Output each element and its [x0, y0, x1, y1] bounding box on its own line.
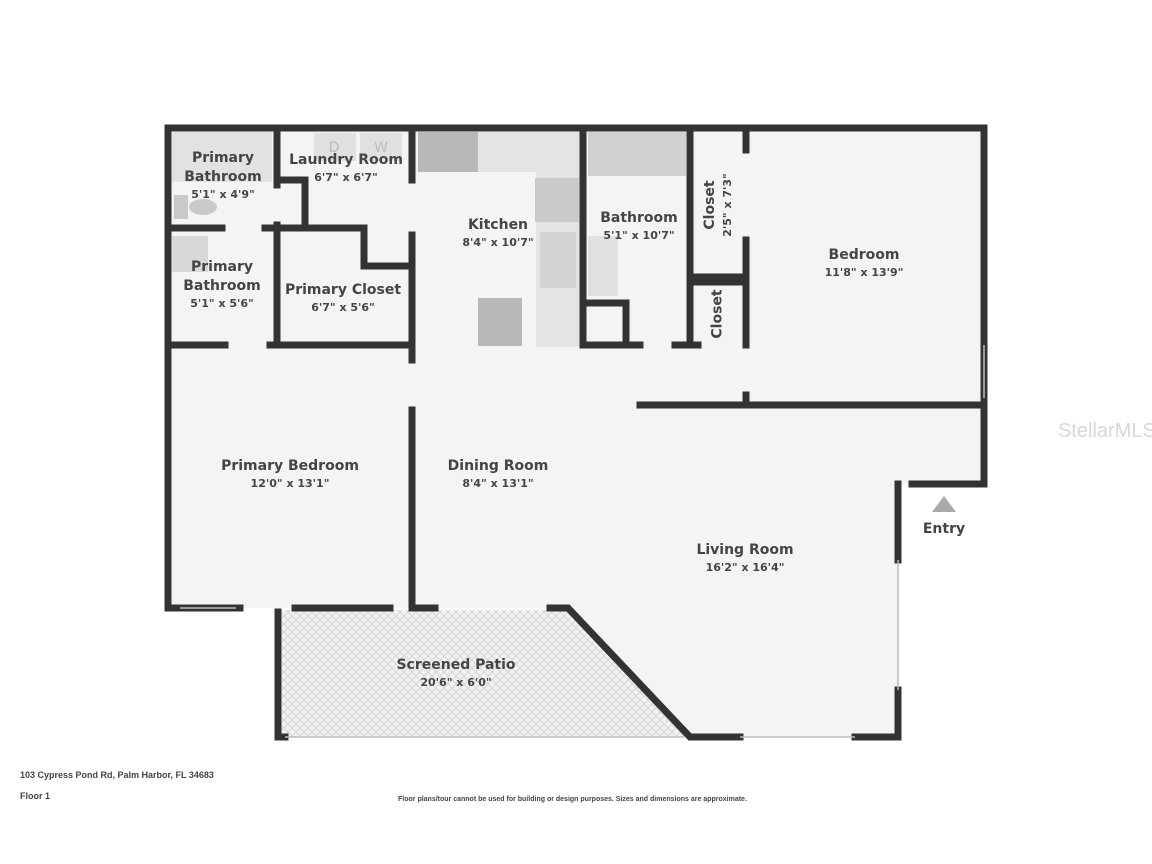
sink-icon: [540, 232, 576, 288]
patio-floor: [278, 610, 690, 737]
room-dims: 16'2" x 16'4": [705, 561, 785, 574]
room-name: Primary Bathroom: [184, 150, 262, 185]
room-name: Bathroom: [600, 210, 678, 226]
room-dims: 5'1" x 5'6": [190, 297, 254, 310]
room-label-bathroom: Bathroom 5'1" x 10'7": [600, 209, 678, 243]
room-label-kitchen: Kitchen 8'4" x 10'7": [462, 216, 533, 250]
room-label-closet-2: Closet: [709, 289, 728, 338]
room-name: Primary Bedroom: [221, 458, 359, 474]
room-name: Laundry Room: [289, 152, 403, 168]
room-name: Primary Closet: [284, 282, 402, 298]
room-label-living-room: Living Room 16'2" x 16'4": [696, 541, 793, 575]
room-dims: 6'7" x 5'6": [311, 301, 375, 314]
room-name: Primary Bathroom: [183, 259, 261, 294]
room-label-laundry-room: Laundry Room 6'7" x 6'7": [289, 151, 403, 185]
room-dims: 12'0" x 13'1": [250, 477, 330, 490]
address: 103 Cypress Pond Rd, Palm Harbor, FL 346…: [20, 770, 214, 780]
room-name: Living Room: [696, 542, 794, 558]
dryer-icon: [314, 133, 356, 161]
room-dims: 2'5" x 7'3": [721, 173, 734, 237]
room-name: Screened Patio: [396, 657, 516, 673]
stove-icon: [535, 178, 579, 222]
room-label-primary-bathroom-2: Primary Bathroom 5'1" x 5'6": [182, 258, 262, 311]
walls: [164, 124, 988, 741]
shower: [172, 132, 272, 182]
room-label-primary-bathroom-1: Primary Bathroom 5'1" x 4'9": [183, 149, 263, 202]
counter-top: [478, 132, 580, 172]
room-dims: 11'8" x 13'9": [824, 266, 904, 279]
room-dims: 20'6" x 6'0": [420, 676, 492, 689]
interior-floor: [168, 128, 984, 737]
disclaimer: Floor plans/tour cannot be used for buil…: [398, 796, 747, 803]
room-name: Dining Room: [447, 458, 549, 474]
entry-text: Entry: [922, 521, 966, 537]
windows: [180, 345, 985, 738]
fixtures: [172, 132, 686, 347]
room-label-bedroom: Bedroom 11'8" x 13'9": [825, 246, 904, 280]
washer-label: W: [374, 140, 388, 156]
room-dims: 6'7" x 6'7": [314, 171, 378, 184]
vanity-icon: [172, 236, 208, 272]
room-label-primary-closet: Primary Closet 6'7" x 5'6": [285, 281, 401, 315]
bathtub-icon: [588, 132, 686, 176]
room-name: Closet: [709, 289, 726, 339]
room-label-primary-bedroom: Primary Bedroom 12'0" x 13'1": [221, 457, 359, 491]
room-dims: 8'4" x 10'7": [462, 236, 534, 249]
room-label-screened-patio: Screened Patio 20'6" x 6'0": [396, 656, 515, 690]
entry-label: Entry: [923, 520, 965, 539]
dishwasher-icon: [478, 298, 522, 346]
floor-label: Floor 1: [20, 791, 51, 801]
entry-arrow-icon: [932, 496, 956, 512]
washer-icon: [360, 133, 402, 161]
room-name: Kitchen: [467, 217, 529, 233]
toilet-icon: [174, 195, 188, 219]
dryer-label: D: [328, 140, 340, 156]
watermark: StellarMLS: [1058, 420, 1152, 442]
toilet-bowl-icon: [189, 199, 217, 215]
room-dims: 5'1" x 4'9": [191, 188, 255, 201]
room-name: Bedroom: [828, 247, 900, 263]
room-dims: 8'4" x 13'1": [462, 477, 534, 490]
room-label-dining-room: Dining Room 8'4" x 13'1": [448, 457, 549, 491]
room-name: Closet: [702, 180, 718, 230]
room-dims: 5'1" x 10'7": [603, 229, 675, 242]
bath-vanity-icon: [588, 236, 618, 296]
fridge-icon: [418, 132, 478, 172]
